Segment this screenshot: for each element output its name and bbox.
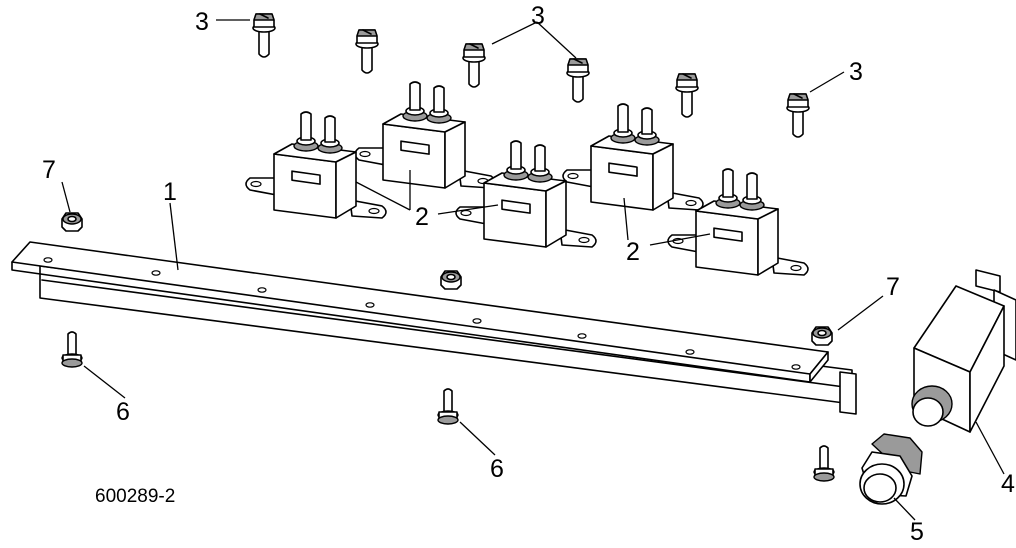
callout-6: 6 [490,455,504,483]
figure-part-number: 600289-2 [95,486,175,507]
circuit-breaker-2 [354,81,496,189]
callout-6: 6 [116,398,130,426]
circuit-breaker-2 [562,103,704,211]
callout-2: 2 [415,203,429,231]
circuit-breaker-2 [667,168,809,276]
callout-7: 7 [42,156,56,184]
callout-7: 7 [886,273,900,301]
callout-3: 3 [849,58,863,86]
screw-6 [437,388,459,425]
screw-3 [786,93,810,138]
callout-5: 5 [910,518,924,546]
screw-3 [355,29,379,74]
nut-7 [811,326,833,346]
screw-3 [252,13,276,58]
screw-3 [675,73,699,118]
circuit-breaker-2 [455,140,597,248]
screw-3 [566,58,590,103]
screw-3 [462,43,486,88]
callout-4: 4 [1001,470,1015,498]
callout-3: 3 [531,2,545,30]
callout-3: 3 [195,8,209,36]
fitting-5 [859,433,923,505]
nut-7 [61,212,83,232]
mounting-rail-1 [11,241,857,415]
enclosure-4 [911,269,1016,433]
screw-6 [813,445,835,482]
callout-2: 2 [626,238,640,266]
leader-lines [61,19,1005,521]
nut-7 [440,270,462,290]
circuit-breaker-2 [245,111,387,219]
screw-6 [61,331,83,368]
callout-1: 1 [163,178,177,206]
